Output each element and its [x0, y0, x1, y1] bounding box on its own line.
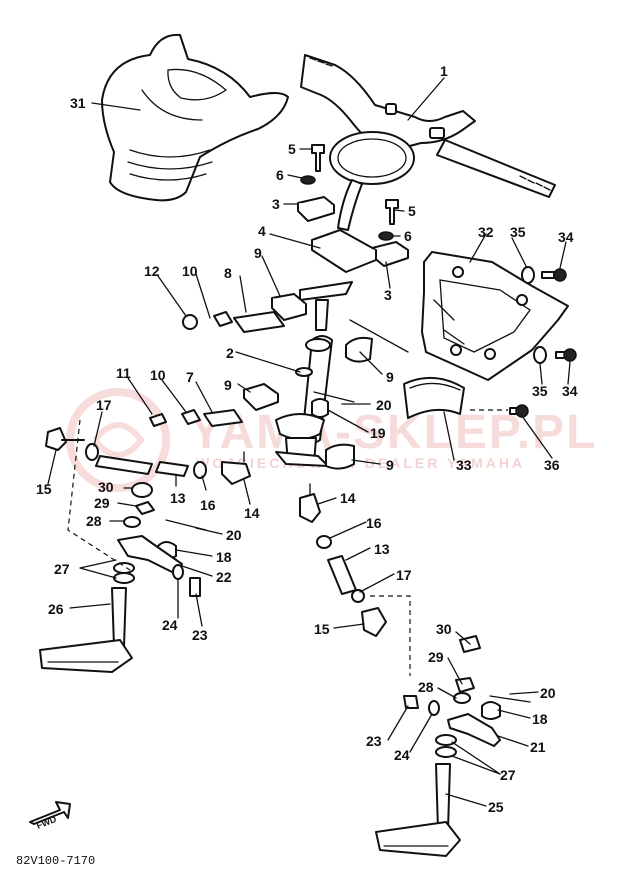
callout-5b: 5 — [408, 203, 416, 219]
callout-34a: 34 — [558, 229, 574, 245]
callout-12: 12 — [144, 263, 160, 279]
part-clamp-holder — [311, 229, 377, 273]
callout-20a: 20 — [376, 397, 392, 413]
callout-21: 21 — [530, 739, 546, 755]
callout-labels: 31 1 5 6 3 5 6 3 4 9 12 10 8 2 9 11 10 7… — [36, 63, 578, 815]
part-bushing-19 — [311, 391, 355, 418]
callout-29a: 29 — [94, 495, 110, 511]
part-right-spindle — [375, 763, 461, 857]
callout-17a: 17 — [96, 397, 112, 413]
callout-24b: 24 — [394, 747, 410, 763]
callout-28a: 28 — [86, 513, 102, 529]
callout-16a: 16 — [200, 497, 216, 513]
callout-23a: 23 — [192, 627, 208, 643]
callout-25: 25 — [488, 799, 504, 815]
callout-11: 11 — [116, 365, 131, 381]
callout-36: 36 — [544, 457, 560, 473]
part-bracket — [421, 251, 569, 381]
watermark-subtitle: WOJCIECHOWSKI DEALER YAMAHA — [196, 455, 525, 471]
part-right-tie-rod — [299, 483, 411, 676]
callout-4: 4 — [258, 223, 266, 239]
callout-9c: 9 — [224, 377, 232, 393]
callout-27b: 27 — [500, 767, 516, 783]
fwd-arrow-icon: FWD — [29, 801, 71, 831]
callout-3b: 3 — [384, 287, 392, 303]
callout-2: 2 — [226, 345, 234, 361]
callout-5a: 5 — [288, 141, 296, 157]
callout-17b: 17 — [396, 567, 412, 583]
callout-18a: 18 — [216, 549, 232, 565]
leader-lines — [47, 77, 571, 807]
watermark: YAMA-SKLEP.PL WOJCIECHOWSKI DEALER YAMAH… — [66, 388, 597, 492]
callout-7: 7 — [186, 369, 194, 385]
part-bolts-left — [297, 144, 335, 222]
callout-9d: 9 — [386, 457, 394, 473]
callout-9a: 9 — [254, 245, 262, 261]
callout-32: 32 — [478, 224, 494, 240]
fwd-label: FWD — [35, 814, 58, 831]
callout-15a: 15 — [36, 481, 52, 497]
callout-16b: 16 — [366, 515, 382, 531]
part-bushings — [243, 293, 373, 470]
part-fasteners-right — [470, 266, 577, 418]
part-right-arm — [403, 635, 531, 758]
part-cover — [403, 376, 465, 419]
callout-35a: 35 — [510, 224, 526, 240]
callout-28b: 28 — [418, 679, 434, 695]
callout-30a: 30 — [98, 479, 114, 495]
callout-23b: 23 — [366, 733, 382, 749]
callout-34b: 34 — [562, 383, 578, 399]
callout-13b: 13 — [374, 541, 390, 557]
callout-1: 1 — [440, 63, 448, 79]
watermark-title: YAMA-SKLEP.PL — [190, 406, 597, 459]
callout-3a: 3 — [272, 196, 280, 212]
callout-27a: 27 — [54, 561, 70, 577]
callout-15b: 15 — [314, 621, 330, 637]
part-handlebar-cover — [101, 33, 289, 202]
callout-8: 8 — [224, 265, 232, 281]
diagram-code: 82V100-7170 — [16, 854, 95, 868]
callout-22: 22 — [216, 569, 232, 585]
callout-18b: 18 — [532, 711, 548, 727]
callout-24a: 24 — [162, 617, 178, 633]
part-handlebar — [300, 54, 556, 231]
callout-6a: 6 — [276, 167, 284, 183]
callout-10a: 10 — [182, 263, 198, 279]
callout-19: 19 — [370, 425, 386, 441]
part-left-arm — [67, 419, 207, 597]
part-left-tie-rod — [45, 311, 285, 485]
callout-33: 33 — [456, 457, 472, 473]
callout-13a: 13 — [170, 490, 186, 506]
callout-14a: 14 — [244, 505, 260, 521]
callout-6b: 6 — [404, 228, 412, 244]
callout-10b: 10 — [150, 367, 166, 383]
callout-20c: 20 — [540, 685, 556, 701]
callout-30b: 30 — [436, 621, 452, 637]
callout-20b: 20 — [226, 527, 242, 543]
part-steering-column — [275, 281, 353, 467]
callout-29b: 29 — [428, 649, 444, 665]
part-bolts-right — [371, 199, 409, 267]
callout-9b: 9 — [386, 369, 394, 385]
callout-35b: 35 — [532, 383, 548, 399]
part-left-spindle — [39, 587, 133, 673]
callout-26: 26 — [48, 601, 64, 617]
callout-31: 31 — [70, 95, 86, 111]
callout-14b: 14 — [340, 490, 356, 506]
